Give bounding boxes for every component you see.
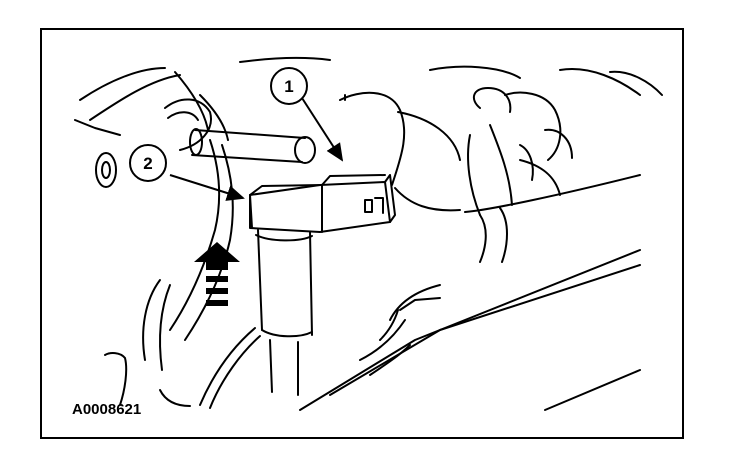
callout-1-leader [301, 97, 344, 162]
line-artwork [74, 56, 663, 411]
up-arrow-icon [194, 242, 240, 306]
callout-2-leader [169, 174, 245, 201]
callout-2: 2 [129, 144, 167, 182]
callout-2-number: 2 [143, 154, 152, 173]
callout-1: 1 [270, 67, 308, 105]
callout-1-number: 1 [284, 77, 293, 96]
figure-id-label: A0008621 [72, 401, 141, 418]
figure-frame [40, 28, 684, 439]
